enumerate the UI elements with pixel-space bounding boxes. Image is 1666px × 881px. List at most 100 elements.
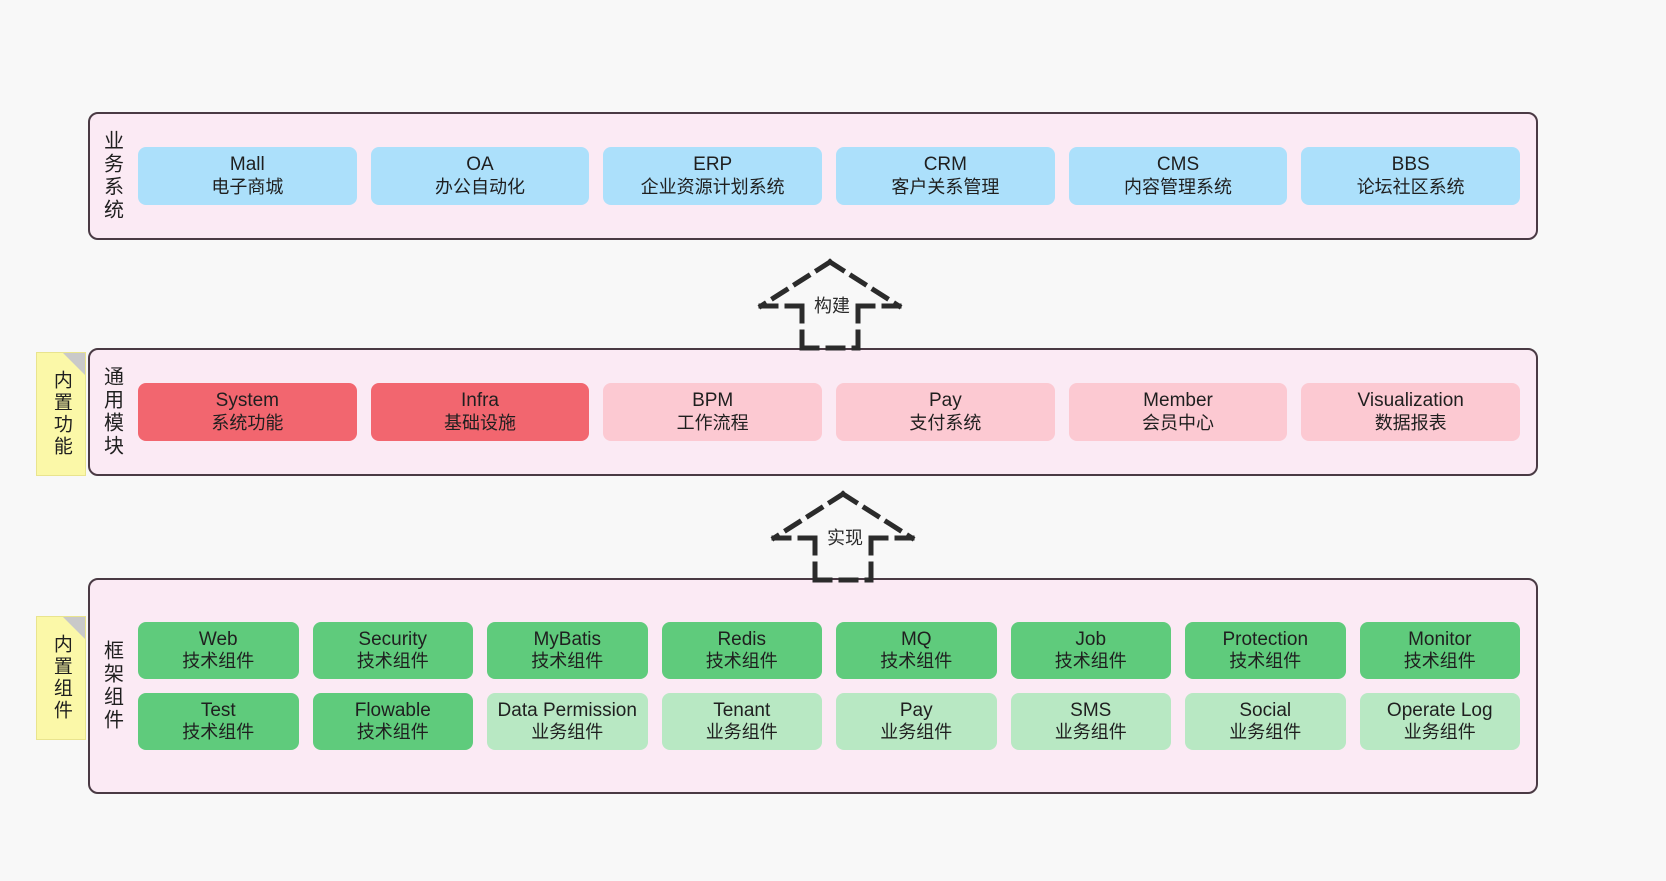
layer-title-business: 业务系统 bbox=[100, 130, 123, 222]
note-fold-icon bbox=[63, 617, 85, 639]
node-mall[interactable]: Mall 电子商城 bbox=[138, 147, 357, 205]
node-tenant[interactable]: Tenant 业务组件 bbox=[661, 693, 822, 751]
node-sms[interactable]: SMS 业务组件 bbox=[1010, 693, 1171, 751]
node-erp[interactable]: ERP 企业资源计划系统 bbox=[603, 147, 823, 205]
node-subtitle: 技术组件 bbox=[880, 651, 953, 672]
node-crm[interactable]: CRM 客户关系管理 bbox=[836, 147, 1055, 205]
node-web[interactable]: Web 技术组件 bbox=[138, 621, 299, 679]
node-title: MyBatis bbox=[533, 628, 602, 650]
node-subtitle: 技术组件 bbox=[1054, 651, 1127, 672]
node-protection[interactable]: Protection 技术组件 bbox=[1185, 621, 1346, 679]
node-job[interactable]: Job 技术组件 bbox=[1010, 621, 1171, 679]
node-row: Mall 电子商城 OA 办公自动化 ERP 企业资源计划系统 CRM 客户关系… bbox=[138, 147, 1521, 205]
layer-common-modules: 通用模块 System 系统功能 Infra 基础设施 BPM 工作流程 Pay… bbox=[88, 348, 1538, 476]
node-row: Test 技术组件 Flowable 技术组件 Data Permission … bbox=[138, 693, 1520, 751]
node-subtitle: 技术组件 bbox=[705, 651, 778, 672]
node-subtitle: 客户关系管理 bbox=[891, 176, 1000, 197]
node-title: Flowable bbox=[354, 700, 431, 721]
node-subtitle: 业务组件 bbox=[705, 722, 778, 743]
layer-business-systems: 业务系统 Mall 电子商城 OA 办公自动化 ERP 企业资源计划系统 CRM… bbox=[88, 112, 1538, 240]
node-security[interactable]: Security 技术组件 bbox=[312, 621, 473, 679]
node-title: Test bbox=[200, 700, 236, 721]
node-subtitle: 支付系统 bbox=[909, 412, 982, 433]
node-title: Visualization bbox=[1357, 390, 1464, 412]
node-bbs[interactable]: BBS 论坛社区系统 bbox=[1301, 147, 1521, 205]
note-builtin-components: 内置组件 bbox=[36, 616, 86, 740]
node-member[interactable]: Member 会员中心 bbox=[1068, 383, 1288, 441]
node-subtitle: 业务组件 bbox=[1403, 722, 1476, 743]
node-subtitle: 技术组件 bbox=[356, 722, 429, 743]
layer-body-common: System 系统功能 Infra 基础设施 BPM 工作流程 Pay 支付系统… bbox=[132, 350, 1536, 474]
node-title: Pay bbox=[899, 700, 933, 721]
node-infra[interactable]: Infra 基础设施 bbox=[370, 383, 590, 441]
node-title: Job bbox=[1075, 628, 1107, 650]
node-redis[interactable]: Redis 技术组件 bbox=[661, 621, 822, 679]
node-title: Redis bbox=[717, 628, 767, 650]
node-subtitle: 技术组件 bbox=[182, 651, 255, 672]
node-title: Social bbox=[1239, 700, 1292, 721]
node-visualization[interactable]: Visualization 数据报表 bbox=[1301, 383, 1521, 441]
node-title: Monitor bbox=[1408, 628, 1472, 650]
node-operate-log[interactable]: Operate Log 业务组件 bbox=[1359, 693, 1520, 751]
node-subtitle: 论坛社区系统 bbox=[1356, 176, 1465, 197]
node-subtitle: 电子商城 bbox=[211, 176, 284, 197]
node-subtitle: 技术组件 bbox=[182, 722, 255, 743]
node-title: Mall bbox=[229, 154, 265, 176]
node-title: OA bbox=[466, 154, 494, 176]
node-title: Security bbox=[358, 628, 428, 650]
layer-title-common: 通用模块 bbox=[100, 366, 123, 458]
node-subtitle: 业务组件 bbox=[1229, 722, 1302, 743]
node-subtitle: 业务组件 bbox=[531, 722, 604, 743]
node-title: Infra bbox=[460, 390, 500, 412]
node-subtitle: 基础设施 bbox=[444, 412, 516, 433]
node-flowable[interactable]: Flowable 技术组件 bbox=[312, 693, 473, 751]
layer-framework-components: 框架组件 Web 技术组件 Security 技术组件 MyBatis 技术组件… bbox=[88, 578, 1538, 794]
note-builtin-features: 内置功能 bbox=[36, 352, 86, 476]
node-subtitle: 业务组件 bbox=[1054, 722, 1127, 743]
node-data-permission[interactable]: Data Permission 业务组件 bbox=[487, 693, 648, 751]
node-title: MQ bbox=[900, 628, 932, 650]
node-subtitle: 技术组件 bbox=[531, 651, 604, 672]
node-title: BPM bbox=[692, 390, 734, 412]
node-title: Data Permission bbox=[497, 700, 637, 721]
node-cms[interactable]: CMS 内容管理系统 bbox=[1068, 147, 1288, 205]
node-title: Web bbox=[198, 628, 238, 650]
node-pay[interactable]: Pay 支付系统 bbox=[836, 383, 1055, 441]
node-subtitle: 技术组件 bbox=[356, 651, 429, 672]
node-title: Tenant bbox=[713, 700, 771, 721]
node-subtitle: 技术组件 bbox=[1403, 651, 1476, 672]
arrow-label-implement: 实现 bbox=[825, 524, 865, 550]
node-subtitle: 工作流程 bbox=[676, 412, 749, 433]
node-title: Pay bbox=[928, 390, 962, 412]
node-bpm[interactable]: BPM 工作流程 bbox=[603, 383, 823, 441]
node-system[interactable]: System 系统功能 bbox=[138, 383, 357, 441]
layer-body-framework: Web 技术组件 Security 技术组件 MyBatis 技术组件 Redi… bbox=[132, 580, 1536, 792]
node-title: CRM bbox=[923, 154, 967, 176]
node-subtitle: 内容管理系统 bbox=[1124, 176, 1233, 197]
node-title: CMS bbox=[1156, 154, 1200, 176]
node-title: BBS bbox=[1391, 154, 1430, 176]
node-oa[interactable]: OA 办公自动化 bbox=[370, 147, 590, 205]
node-test[interactable]: Test 技术组件 bbox=[138, 693, 299, 751]
note-label: 内置功能 bbox=[50, 370, 72, 458]
node-title: System bbox=[215, 390, 280, 412]
arrow-implement: 实现 bbox=[768, 490, 918, 583]
node-row: Web 技术组件 Security 技术组件 MyBatis 技术组件 Redi… bbox=[138, 621, 1520, 679]
arrow-build: 构建 bbox=[755, 258, 905, 351]
node-title: Operate Log bbox=[1386, 700, 1493, 721]
node-mybatis[interactable]: MyBatis 技术组件 bbox=[487, 621, 648, 679]
node-pay-biz[interactable]: Pay 业务组件 bbox=[836, 693, 997, 751]
node-mq[interactable]: MQ 技术组件 bbox=[836, 621, 997, 679]
node-title: Protection bbox=[1222, 628, 1309, 650]
node-subtitle: 会员中心 bbox=[1142, 412, 1215, 433]
node-subtitle: 技术组件 bbox=[1229, 651, 1302, 672]
node-title: Member bbox=[1143, 390, 1213, 412]
note-fold-icon bbox=[63, 353, 85, 375]
node-subtitle: 业务组件 bbox=[880, 722, 953, 743]
note-label: 内置组件 bbox=[50, 634, 72, 722]
node-social[interactable]: Social 业务组件 bbox=[1185, 693, 1346, 751]
node-monitor[interactable]: Monitor 技术组件 bbox=[1359, 621, 1520, 679]
node-subtitle: 企业资源计划系统 bbox=[640, 176, 785, 197]
node-row: System 系统功能 Infra 基础设施 BPM 工作流程 Pay 支付系统… bbox=[138, 383, 1521, 441]
